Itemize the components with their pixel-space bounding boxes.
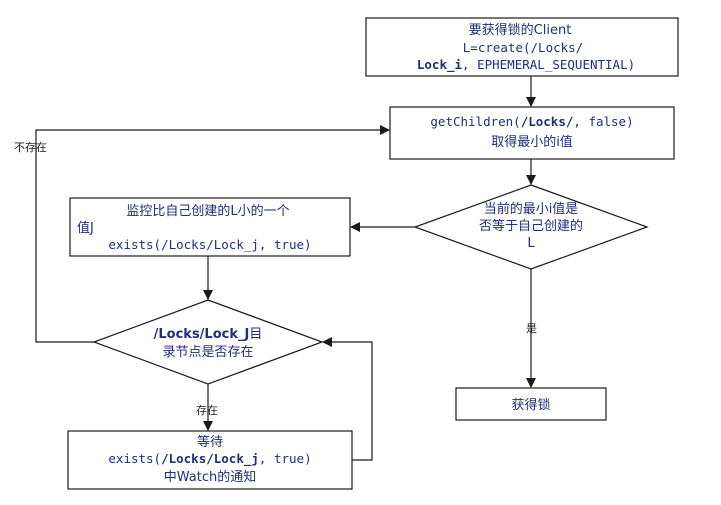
- node-get-children-line1: getChildren(/Locks/, false): [430, 114, 633, 129]
- edge-label-not-exists: 不存在: [14, 140, 47, 154]
- node-lock-acquired: 获得锁: [455, 387, 607, 421]
- node-wait-notify-line1: 等待: [197, 434, 223, 450]
- edge-label-yes: 是: [526, 322, 537, 335]
- node-watch-previous: 监控比自己创建的L小的一个 值J exists(/Locks/Lock_j, t…: [69, 197, 351, 257]
- decision-node-exists: /Locks/Lock_J目 录节点是否存在: [92, 299, 324, 385]
- decision-exists-line1: /Locks/Lock_J目: [154, 327, 263, 342]
- node-client-create-line1: 要获得锁的Client: [469, 22, 572, 38]
- node-watch-previous-line1: 监控比自己创建的L小的一个: [126, 203, 289, 219]
- node-wait-notify: 等待 exists(/Locks/Lock_j, true) 中Watch的通知: [67, 430, 353, 490]
- edge-wait-loop-back: [322, 337, 373, 461]
- node-get-children-line2: 取得最小的i值: [491, 134, 573, 150]
- node-wait-notify-line2: exists(/Locks/Lock_j, true): [108, 451, 311, 467]
- node-lock-acquired-label: 获得锁: [511, 397, 550, 413]
- edges: [35, 76, 536, 461]
- node-client-create-line2: L=create(/Locks/: [463, 40, 583, 55]
- decision-min-line3: L: [527, 236, 535, 251]
- edge-not-exists-loop: [35, 125, 390, 343]
- node-client-create: 要获得锁的Client L=create(/Locks/ Lock_i, EPH…: [365, 17, 679, 77]
- node-client-create-line3: Lock_i, EPHEMERAL_SEQUENTIAL): [417, 57, 635, 73]
- node-get-children: getChildren(/Locks/, false) 取得最小的i值: [389, 106, 675, 160]
- decision-min-line1: 当前的最小i值是: [484, 201, 579, 217]
- node-watch-previous-line3: exists(/Locks/Lock_j, true): [108, 237, 311, 252]
- edge-label-exists: 存在: [196, 403, 218, 417]
- node-wait-notify-line3: 中Watch的通知: [164, 469, 256, 485]
- decision-min-equals-own: 当前的最小i值是 否等于自己创建的 L: [413, 184, 649, 270]
- decision-min-line2: 否等于自己创建的: [479, 218, 583, 234]
- node-watch-previous-line2: 值J: [77, 220, 94, 236]
- decision-exists-line2: 录节点是否存在: [162, 345, 253, 360]
